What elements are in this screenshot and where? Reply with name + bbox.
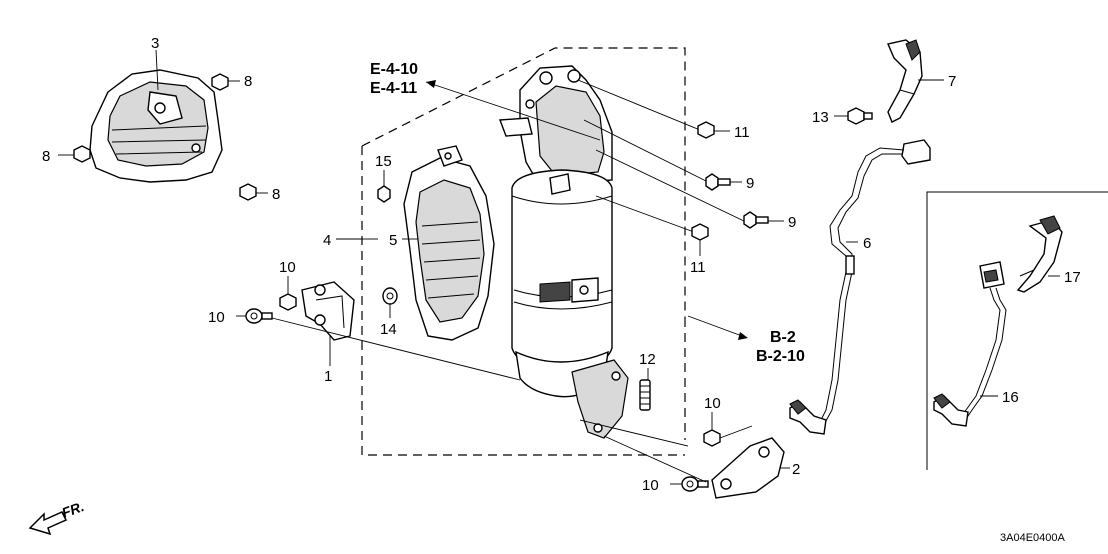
nut-10-right — [703, 412, 753, 447]
callout-4: 4 — [323, 232, 331, 249]
sensor-bracket-7 — [887, 39, 944, 123]
bolt-8-bottom — [239, 183, 268, 201]
reference-upper-2: E-4-11 — [370, 80, 417, 97]
callout-7: 7 — [948, 73, 956, 90]
callout-8-top: 8 — [244, 73, 252, 90]
heat-shield-upper — [89, 69, 223, 183]
reference-lower-1: B-2 — [770, 329, 796, 346]
bolt-8-top — [211, 73, 240, 91]
arrow-down-left-icon — [28, 511, 68, 536]
callout-16: 16 — [1002, 389, 1019, 406]
stud-12 — [639, 368, 651, 411]
callout-9-lower: 9 — [788, 214, 796, 231]
callout-13: 13 — [812, 109, 829, 126]
callout-12: 12 — [639, 351, 656, 368]
callout-10-left: 10 — [208, 309, 225, 326]
bracket-1 — [301, 281, 355, 366]
bracket-2 — [711, 437, 790, 499]
callout-15: 15 — [375, 153, 392, 170]
nut-10-left — [279, 276, 297, 311]
catalytic-converter — [499, 65, 629, 439]
nut-15 — [377, 170, 391, 203]
bolt-10-left — [236, 308, 273, 324]
front-indicator: FR. — [60, 498, 87, 521]
assembly-box-main — [361, 47, 686, 456]
assembly-box-right — [926, 191, 1108, 470]
callout-5: 5 — [389, 232, 397, 249]
bolt-13 — [834, 107, 873, 125]
callout-17: 17 — [1064, 269, 1081, 286]
callout-10-bottom: 10 — [642, 477, 659, 494]
reference-lower-2: B-2-10 — [756, 348, 805, 365]
bolt-9-lower — [743, 211, 784, 229]
callout-11-upper: 11 — [734, 124, 750, 141]
heat-shield-center — [403, 145, 495, 341]
sensor-bracket-17 — [1016, 215, 1063, 293]
nut-11-upper — [697, 121, 730, 139]
callout-2: 2 — [792, 461, 800, 478]
callout-10-right: 10 — [704, 395, 721, 412]
callout-10-upper: 10 — [279, 259, 296, 276]
bolt-10-bottom — [670, 476, 709, 492]
callout-9-upper: 9 — [746, 175, 754, 192]
callout-8-left: 8 — [42, 148, 50, 165]
bolt-9-upper — [705, 173, 742, 191]
nut-11-lower — [691, 223, 709, 256]
callout-14: 14 — [380, 321, 397, 338]
callout-1: 1 — [324, 368, 332, 385]
callout-3: 3 — [151, 35, 159, 52]
diagram-code: 3A04E0400A — [1000, 532, 1065, 544]
bolt-8-left — [58, 145, 91, 163]
callout-11-lower: 11 — [690, 259, 706, 276]
callout-8-bottom: 8 — [272, 186, 280, 203]
oxygen-sensor-16 — [933, 261, 1007, 427]
grommet-14 — [382, 287, 398, 318]
oxygen-sensor-6 — [789, 139, 931, 435]
callout-6: 6 — [863, 235, 871, 252]
reference-upper-1: E-4-10 — [370, 61, 418, 78]
